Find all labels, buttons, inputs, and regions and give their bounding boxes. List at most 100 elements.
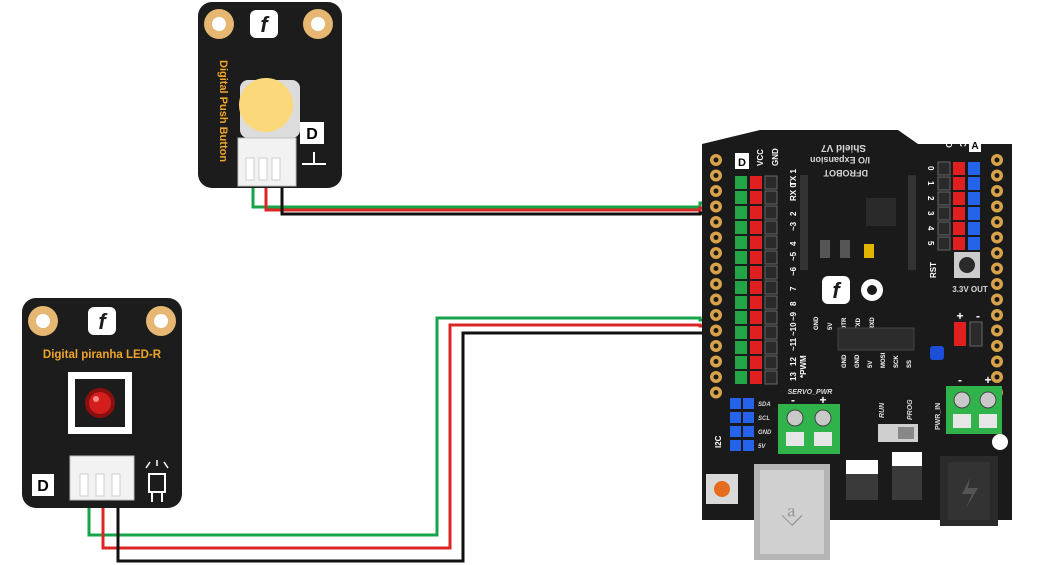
digital-pin-label: 4	[789, 241, 798, 246]
digital-vcc-pin	[750, 221, 762, 234]
prog-label: PROG	[907, 399, 914, 420]
pwr-in-label: PWR_IN	[935, 403, 942, 430]
digital-vcc-pin	[750, 296, 762, 309]
digital-pin-label: 12	[789, 357, 798, 366]
button-module-name: Digital Push Button	[217, 60, 229, 162]
servo-terminal-block[interactable]	[778, 404, 840, 454]
digital-signal-pin	[735, 236, 747, 249]
digital-gnd-label: GND	[771, 148, 780, 166]
mounting-hole-icon	[303, 9, 333, 39]
i2c-header	[730, 398, 754, 451]
analog-pin-label: 5	[926, 241, 935, 246]
digital-vcc-pin	[750, 341, 762, 354]
digital-pin-header	[735, 175, 778, 385]
digital-signal-pin	[735, 206, 747, 219]
i2c-pin-label: SCL	[758, 416, 770, 422]
digital-vcc-pin	[750, 236, 762, 249]
digital-type-badge: D	[32, 474, 54, 496]
button-connector	[237, 137, 297, 187]
mounting-hole-icon	[204, 9, 234, 39]
voltage-regulator	[846, 460, 878, 500]
svg-text:D: D	[738, 157, 746, 169]
digital-vcc-pin	[750, 176, 762, 189]
digital-pin-label: ~9	[789, 311, 798, 321]
analog-gnd-label: GND	[944, 130, 953, 148]
mounting-hole-icon	[28, 306, 58, 336]
icsp-pin-label: 5V	[868, 361, 874, 368]
dfrobot-logo-icon: f	[250, 10, 278, 38]
xbee-pin-label: 5V	[828, 323, 834, 330]
analog-signal-pin	[968, 192, 980, 205]
dfrobot-logo-icon: f	[88, 307, 116, 335]
out-label: 3.3V OUT	[952, 285, 988, 294]
icsp-header	[837, 327, 915, 351]
i2c-pin	[730, 440, 741, 451]
digital-vcc-pin	[750, 281, 762, 294]
out-minus: -	[976, 309, 980, 323]
orange-reset-button[interactable]	[706, 474, 738, 504]
power-switch-blue[interactable]	[930, 346, 944, 360]
io-expansion-shield: D VCC GND TX 1RX 02~34~5~678~9~10~111213…	[702, 130, 1012, 560]
digital-gnd-pin	[764, 190, 778, 205]
run-prog-switch[interactable]	[878, 424, 918, 442]
analog-vcc-pin	[953, 162, 965, 175]
servo-power-label: SERVO_PWR	[788, 389, 833, 396]
digital-pin-label: 7	[789, 286, 798, 291]
analog-vcc-pin	[953, 192, 965, 205]
left-header-pads	[710, 154, 722, 399]
digital-vcc-pin	[750, 266, 762, 279]
digital-signal-pin	[735, 281, 747, 294]
digital-gnd-pin	[764, 220, 778, 235]
i2c-pin	[743, 398, 754, 409]
digital-signal-pin	[735, 176, 747, 189]
digital-badge: D	[735, 153, 749, 169]
digital-gnd-pin	[764, 355, 778, 370]
out-pins	[954, 321, 983, 347]
analog-gnd-pin	[937, 191, 951, 206]
xbee-pin-label: TXD	[856, 317, 862, 330]
digital-pin-label: ~11	[789, 337, 798, 351]
digital-gnd-pin	[764, 175, 778, 190]
analog-signal-pin	[968, 162, 980, 175]
digital-vcc-pin	[750, 191, 762, 204]
out-plus: +	[956, 309, 963, 323]
power-bolt-icon	[962, 478, 978, 508]
digital-vcc-label: VCC	[756, 149, 765, 166]
rst-label: RST	[929, 262, 938, 278]
digital-gnd-pin	[764, 310, 778, 325]
svg-text:D: D	[306, 126, 318, 143]
push-button-cap[interactable]	[239, 78, 300, 138]
icsp-pin-label: GND	[842, 354, 848, 368]
digital-vcc-pin	[750, 326, 762, 339]
analog-vcc-pin	[953, 177, 965, 190]
analog-signal-pin	[968, 237, 980, 250]
digital-pin-label: TX 1	[789, 169, 798, 186]
led-symbol-icon	[145, 460, 169, 502]
digital-gnd-pin	[764, 250, 778, 265]
digital-signal-pin	[735, 356, 747, 369]
analog-signal-pin	[968, 222, 980, 235]
i2c-pin	[743, 440, 754, 451]
svg-text:f: f	[260, 12, 270, 37]
right-header-pads	[991, 154, 1003, 399]
svg-text:f: f	[98, 309, 108, 334]
digital-signal-pin	[735, 371, 747, 384]
run-label: RUN	[879, 402, 886, 418]
digital-pin-label: 13	[789, 372, 798, 381]
analog-signal-pin	[968, 207, 980, 220]
wires	[87, 180, 773, 563]
icsp-pin-label: GND	[855, 354, 861, 368]
digital-vcc-pin	[750, 371, 762, 384]
pwr-in-terminal-block[interactable]	[946, 386, 1002, 434]
i2c-pin-label: GND	[758, 430, 772, 436]
digital-signal-pin	[735, 251, 747, 264]
i2c-pin	[743, 426, 754, 437]
digital-gnd-pin	[764, 280, 778, 295]
analog-vcc-label: VCC	[958, 130, 967, 147]
reset-button[interactable]	[954, 252, 980, 278]
led-power-wire	[101, 323, 773, 550]
